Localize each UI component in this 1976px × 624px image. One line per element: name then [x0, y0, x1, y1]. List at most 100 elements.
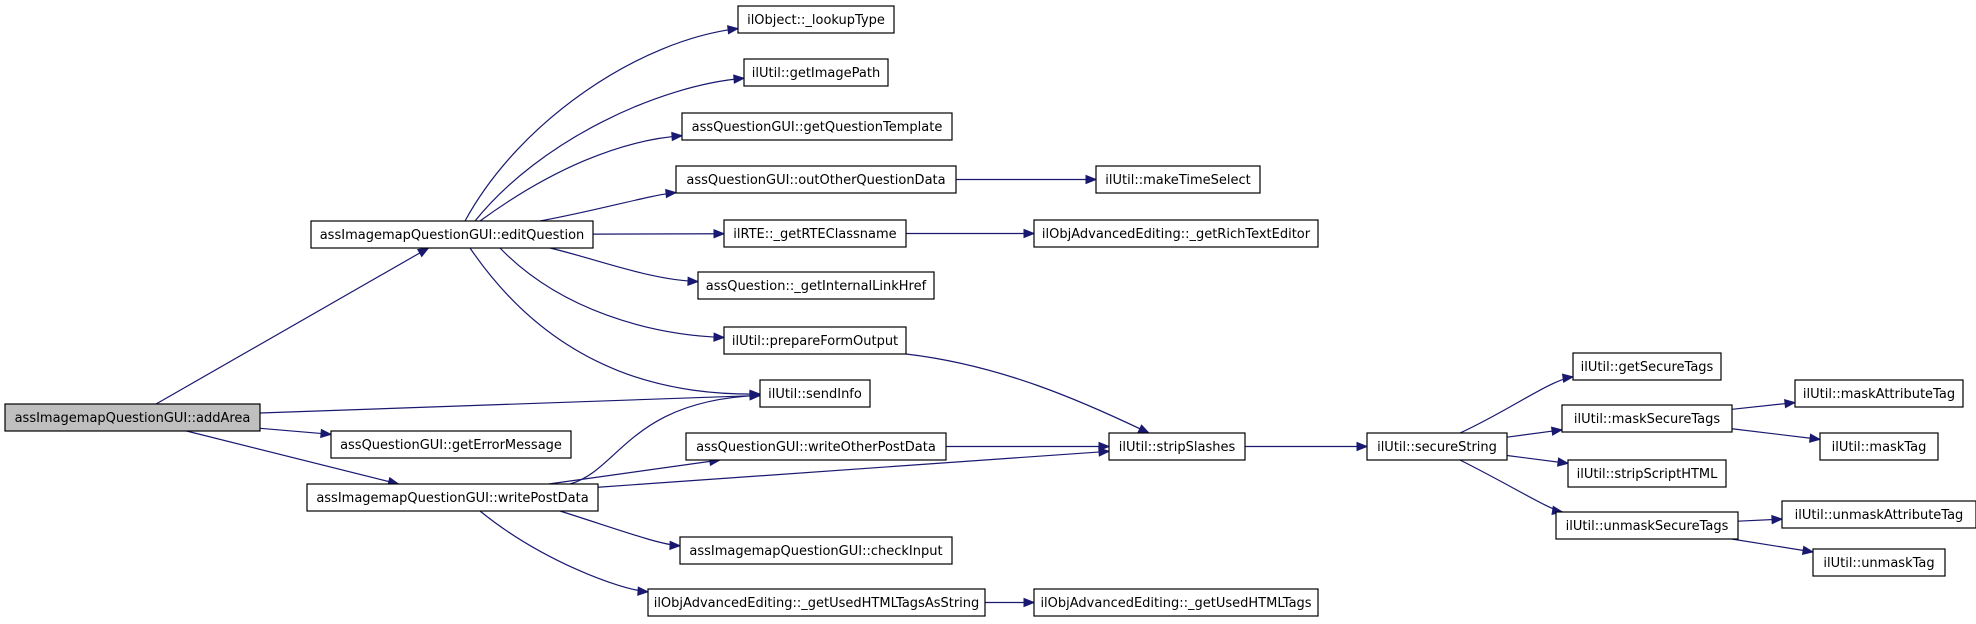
node-label: assQuestionGUI::writeOtherPostData [696, 440, 936, 455]
node-label: assImagemapQuestionGUI::checkInput [689, 544, 942, 559]
node-box [1366, 432, 1508, 461]
node-box [681, 112, 953, 141]
edge-arrowhead-editquestion-to-getinternallinkhref [687, 276, 700, 286]
node-box [310, 220, 594, 249]
edge-arrowhead-getrteclassname-to-getrichtexteditor [1023, 228, 1036, 239]
edge-arrowhead-writepostdata-to-getusedhtmltagsasstring [637, 586, 650, 596]
edges-layer [155, 25, 1822, 608]
node-write-other-post-data[interactable]: assQuestionGUI::writeOtherPostData [685, 432, 947, 461]
node-out-other-question-data[interactable]: assQuestionGUI::outOtherQuestionData [675, 165, 957, 194]
edge-editquestion-to-outotherquestiondata [539, 191, 677, 222]
node-get-rteclassname[interactable]: ilRTE::_getRTEClassname [723, 219, 907, 248]
node-label: ilRTE::_getRTEClassname [733, 227, 896, 242]
edge-editquestion-to-getimagepath [474, 77, 745, 222]
edge-arrowhead-stripslashes-to-securestring [1356, 441, 1369, 452]
edge-arrowhead-unmasksecuretags-to-unmaskattributetag [1771, 514, 1784, 525]
edge-arrowhead-addarea-to-editquestion [416, 247, 430, 258]
edge-unmasksecuretags-to-unmasktag [1731, 538, 1814, 553]
node-edit-question[interactable]: assImagemapQuestionGUI::editQuestion [310, 220, 594, 249]
edge-editquestion-to-prepareformoutput [499, 247, 725, 339]
node-label: ilUtil::prepareFormOutput [732, 334, 898, 349]
node-box [306, 483, 599, 512]
node-box [759, 379, 871, 408]
node-get-question-template[interactable]: assQuestionGUI::getQuestionTemplate [681, 112, 953, 141]
node-get-used-htmltags-as-string[interactable]: ilObjAdvancedEditing::_getUsedHTMLTagsAs… [647, 588, 986, 617]
node-unmask-tag[interactable]: ilUtil::unmaskTag [1812, 548, 1946, 577]
edge-arrowhead-getusedhtmltagsasstring-to-getusedhtmltags [1023, 597, 1036, 608]
edge-addarea-to-writepostdata [186, 430, 399, 485]
node-strip-script-html[interactable]: ilUtil::stripScriptHTML [1567, 459, 1727, 488]
node-unmask-attribute-tag[interactable]: ilUtil::unmaskAttributeTag [1781, 500, 1976, 529]
node-strip-slashes[interactable]: ilUtil::stripSlashes [1108, 432, 1246, 461]
node-mask-attribute-tag[interactable]: ilUtil::maskAttributeTag [1794, 379, 1964, 408]
node-send-info[interactable]: ilUtil::sendInfo [759, 379, 871, 408]
edge-writepostdata-to-checkinput [559, 510, 681, 547]
node-label: ilUtil::sendInfo [768, 387, 862, 402]
node-label: ilUtil::stripScriptHTML [1577, 467, 1719, 482]
edge-editquestion-to-lookuptype [464, 27, 739, 222]
edge-editquestion-to-sendinfo [469, 247, 761, 395]
node-box [1572, 352, 1722, 381]
node-label: assImagemapQuestionGUI::writePostData [316, 491, 588, 506]
node-label: ilUtil::unmaskSecureTags [1566, 519, 1729, 534]
edge-arrowhead-unmasksecuretags-to-unmasktag [1801, 545, 1815, 555]
node-write-post-data[interactable]: assImagemapQuestionGUI::writePostData [306, 483, 599, 512]
node-mask-tag[interactable]: ilUtil::maskTag [1819, 432, 1939, 461]
edge-arrowhead-addarea-to-geterrormessage [320, 428, 333, 439]
node-label: assQuestion::_getInternalLinkHref [706, 279, 927, 294]
node-box [1567, 459, 1727, 488]
edge-writepostdata-to-stripslashes [597, 450, 1110, 488]
node-label: ilUtil::maskTag [1832, 440, 1927, 455]
node-get-secure-tags[interactable]: ilUtil::getSecureTags [1572, 352, 1722, 381]
node-box [1033, 219, 1319, 248]
edge-arrowhead-writeotherpostdata-to-stripslashes [1098, 441, 1111, 452]
node-add-area[interactable]: assImagemapQuestionGUI::addArea [4, 403, 261, 432]
node-get-used-htmltags[interactable]: ilObjAdvancedEditing::_getUsedHTMLTags [1033, 588, 1319, 617]
node-box [697, 271, 935, 300]
edge-masksecuretags-to-maskattributetag [1731, 401, 1796, 410]
node-box [1108, 432, 1246, 461]
node-label: ilUtil::maskAttributeTag [1803, 387, 1955, 402]
node-get-internal-link-href[interactable]: assQuestion::_getInternalLinkHref [697, 271, 935, 300]
node-box [723, 219, 907, 248]
edge-editquestion-to-getinternallinkhref [549, 247, 699, 283]
node-label: ilUtil::secureString [1377, 440, 1497, 455]
edge-arrowhead-prepareformoutput-to-stripslashes [1137, 424, 1151, 434]
node-label: ilUtil::unmaskAttributeTag [1795, 508, 1964, 523]
node-label: ilObjAdvancedEditing::_getRichTextEditor [1042, 227, 1311, 242]
node-get-rich-text-editor[interactable]: ilObjAdvancedEditing::_getRichTextEditor [1033, 219, 1319, 248]
node-label: ilUtil::maskSecureTags [1574, 412, 1720, 427]
edge-writepostdata-to-writeotherpostdata [548, 459, 720, 485]
edge-arrowhead-editquestion-to-lookuptype [727, 25, 740, 35]
edge-arrowhead-editquestion-to-getimagepath [733, 74, 746, 84]
node-secure-string[interactable]: ilUtil::secureString [1366, 432, 1508, 461]
node-box [1555, 511, 1739, 540]
node-box [330, 430, 572, 459]
nodes-layer: assImagemapQuestionGUI::addAreaassImagem… [4, 5, 1976, 617]
node-mask-secure-tags[interactable]: ilUtil::maskSecureTags [1561, 404, 1733, 433]
node-prepare-form-output[interactable]: ilUtil::prepareFormOutput [723, 326, 907, 355]
node-make-time-select[interactable]: ilUtil::makeTimeSelect [1095, 165, 1261, 194]
node-check-input[interactable]: assImagemapQuestionGUI::checkInput [679, 536, 953, 565]
node-label: ilUtil::stripSlashes [1119, 440, 1236, 455]
edge-arrowhead-editquestion-to-prepareformoutput [713, 332, 726, 342]
node-box [679, 536, 953, 565]
node-label: assQuestionGUI::getErrorMessage [340, 438, 562, 453]
node-get-image-path[interactable]: ilUtil::getImagePath [743, 58, 889, 87]
node-unmask-secure-tags[interactable]: ilUtil::unmaskSecureTags [1555, 511, 1739, 540]
edge-writepostdata-to-sendinfo [569, 394, 761, 485]
node-box [1095, 165, 1261, 194]
node-get-error-message[interactable]: assQuestionGUI::getErrorMessage [330, 430, 572, 459]
edge-prepareformoutput-to-stripslashes [905, 353, 1150, 434]
node-lookup-type[interactable]: ilObject::_lookupType [737, 5, 895, 34]
node-box [4, 403, 261, 432]
edge-arrowhead-editquestion-to-getrteclassname [713, 229, 726, 239]
edge-arrowhead-writepostdata-to-checkinput [669, 540, 682, 551]
edge-arrowhead-securestring-to-stripscripthtml [1556, 457, 1570, 467]
node-box [685, 432, 947, 461]
node-box [737, 5, 895, 34]
edge-masksecuretags-to-masktag [1731, 428, 1821, 440]
edge-securestring-to-getsecuretags [1459, 376, 1574, 434]
node-box [723, 326, 907, 355]
